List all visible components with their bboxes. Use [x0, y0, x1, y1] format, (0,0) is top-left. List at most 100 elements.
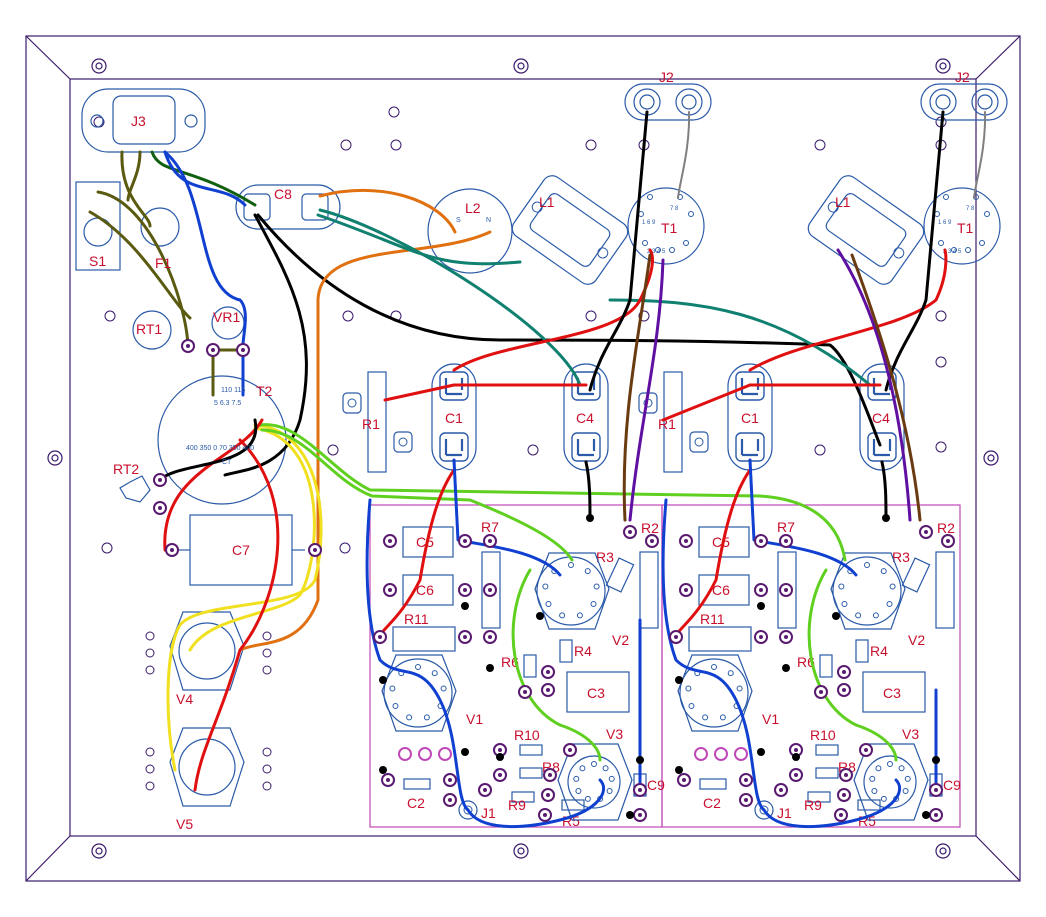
solder-pad	[633, 783, 647, 797]
r8-resistor	[519, 767, 543, 779]
wiring	[88, 110, 987, 828]
label-c6: C6	[712, 582, 730, 598]
solder-pad	[383, 583, 397, 597]
solder-pad	[779, 630, 793, 644]
solder-pad	[929, 783, 943, 797]
c1-can-bottom	[439, 432, 469, 462]
mounting-hole-icon	[390, 139, 402, 151]
j1-input-jack	[458, 800, 478, 820]
wire-blue-sig	[365, 498, 470, 812]
screw-icon	[513, 843, 529, 859]
solder-pad	[541, 683, 555, 697]
wire-heater-green	[258, 423, 847, 562]
j3-power-inlet	[81, 88, 206, 153]
label-t1: T1	[957, 220, 974, 236]
solder-pad	[543, 768, 557, 782]
solder-pad	[165, 543, 179, 557]
r6-resistor	[819, 654, 833, 678]
l1-choke	[807, 175, 925, 285]
label-l1: L1	[539, 194, 555, 210]
label-v2: V2	[908, 632, 925, 648]
wire-black-c4-2	[880, 460, 888, 522]
mounting-hole-icon	[935, 356, 947, 368]
label-v1: V1	[762, 711, 779, 727]
r5-resistor	[857, 799, 881, 811]
solder-pad	[206, 343, 220, 357]
small-pin-labels: S N 110 115 5 6.3 7.5 400 350 0 70 350 4…	[186, 217, 491, 466]
r8-resistor	[815, 767, 839, 779]
wire-heater-yellow	[166, 423, 323, 772]
wire-purple-t1-2	[836, 248, 912, 522]
wire-brown-t1	[622, 253, 652, 522]
ground-point	[932, 756, 940, 764]
mounting-hole-icon	[814, 444, 826, 456]
solder-pad	[443, 773, 457, 787]
wire-mains-olive	[120, 150, 152, 228]
v1-tube-socket	[381, 654, 457, 732]
label-j3: J3	[131, 113, 146, 129]
wire-hv-red-2	[163, 418, 264, 552]
solder-pad	[929, 808, 943, 822]
wire-c8-orange	[318, 188, 457, 234]
wire-black-t2	[158, 418, 258, 482]
solder-pad	[941, 534, 955, 548]
solder-pad	[153, 501, 167, 515]
solder-pad	[381, 773, 395, 787]
r6-resistor	[523, 654, 537, 678]
v3-tube-socket	[853, 743, 929, 821]
solder-pad	[633, 808, 647, 822]
screw-icon	[91, 843, 107, 859]
wire-blue-j1	[466, 778, 606, 828]
t2-pin-ct: CT	[222, 459, 232, 466]
ground-point	[486, 664, 494, 672]
wire-heater-green-2	[260, 428, 574, 562]
ground-point	[496, 753, 504, 761]
wire-heater-green-3	[511, 568, 602, 762]
label-r10: R10	[514, 727, 540, 743]
r10-resistor	[815, 744, 839, 756]
ground-point	[922, 811, 930, 819]
label-r1: R1	[362, 416, 380, 432]
solder-pad	[837, 665, 851, 679]
r9-resistor	[511, 791, 535, 803]
t1-pins-low: 2 3 4 5	[647, 249, 666, 255]
r5-resistor	[561, 799, 585, 811]
solder-pad	[837, 788, 851, 802]
r10-resistor	[519, 744, 543, 756]
rt2-thermistor	[119, 475, 151, 503]
label-c4: C4	[576, 410, 594, 426]
c8-capacitor	[235, 184, 341, 230]
solder-pad	[669, 630, 683, 644]
wire-black-c4	[584, 460, 592, 522]
c2-resistor	[699, 778, 727, 790]
c7-capacitor	[178, 514, 305, 586]
t1-pins-top: 7 8	[966, 206, 975, 212]
mounting-hole-icon	[585, 310, 597, 322]
label-r2: R2	[937, 520, 955, 536]
ground-point	[536, 612, 544, 620]
power-section	[75, 88, 513, 807]
rt1-thermistor	[132, 310, 172, 350]
label-s1: S1	[89, 253, 106, 269]
mounting-hole-icon	[104, 310, 116, 322]
f1-fuse-holder	[140, 207, 180, 247]
label-v3: V3	[606, 726, 623, 742]
c5-capacitor	[402, 526, 454, 558]
label-c4: C4	[872, 410, 890, 426]
screw-icon	[513, 58, 529, 74]
t2-pins-low: 400 350 0 70 350 400	[186, 445, 254, 452]
screw-icon	[935, 843, 951, 859]
r2-resistor-array	[639, 551, 659, 629]
c5-capacitor	[698, 526, 750, 558]
label-c3: C3	[587, 685, 605, 701]
ground-point	[792, 753, 800, 761]
wire-switch-olive-2	[96, 190, 190, 348]
chassis-frame	[25, 35, 1021, 882]
solder-pad	[834, 808, 848, 822]
label-v5: V5	[176, 816, 193, 832]
mounting-hole-icon	[527, 444, 539, 456]
solder-pad	[739, 773, 753, 787]
solder-pad	[541, 788, 555, 802]
v1-tube-socket	[677, 654, 753, 732]
